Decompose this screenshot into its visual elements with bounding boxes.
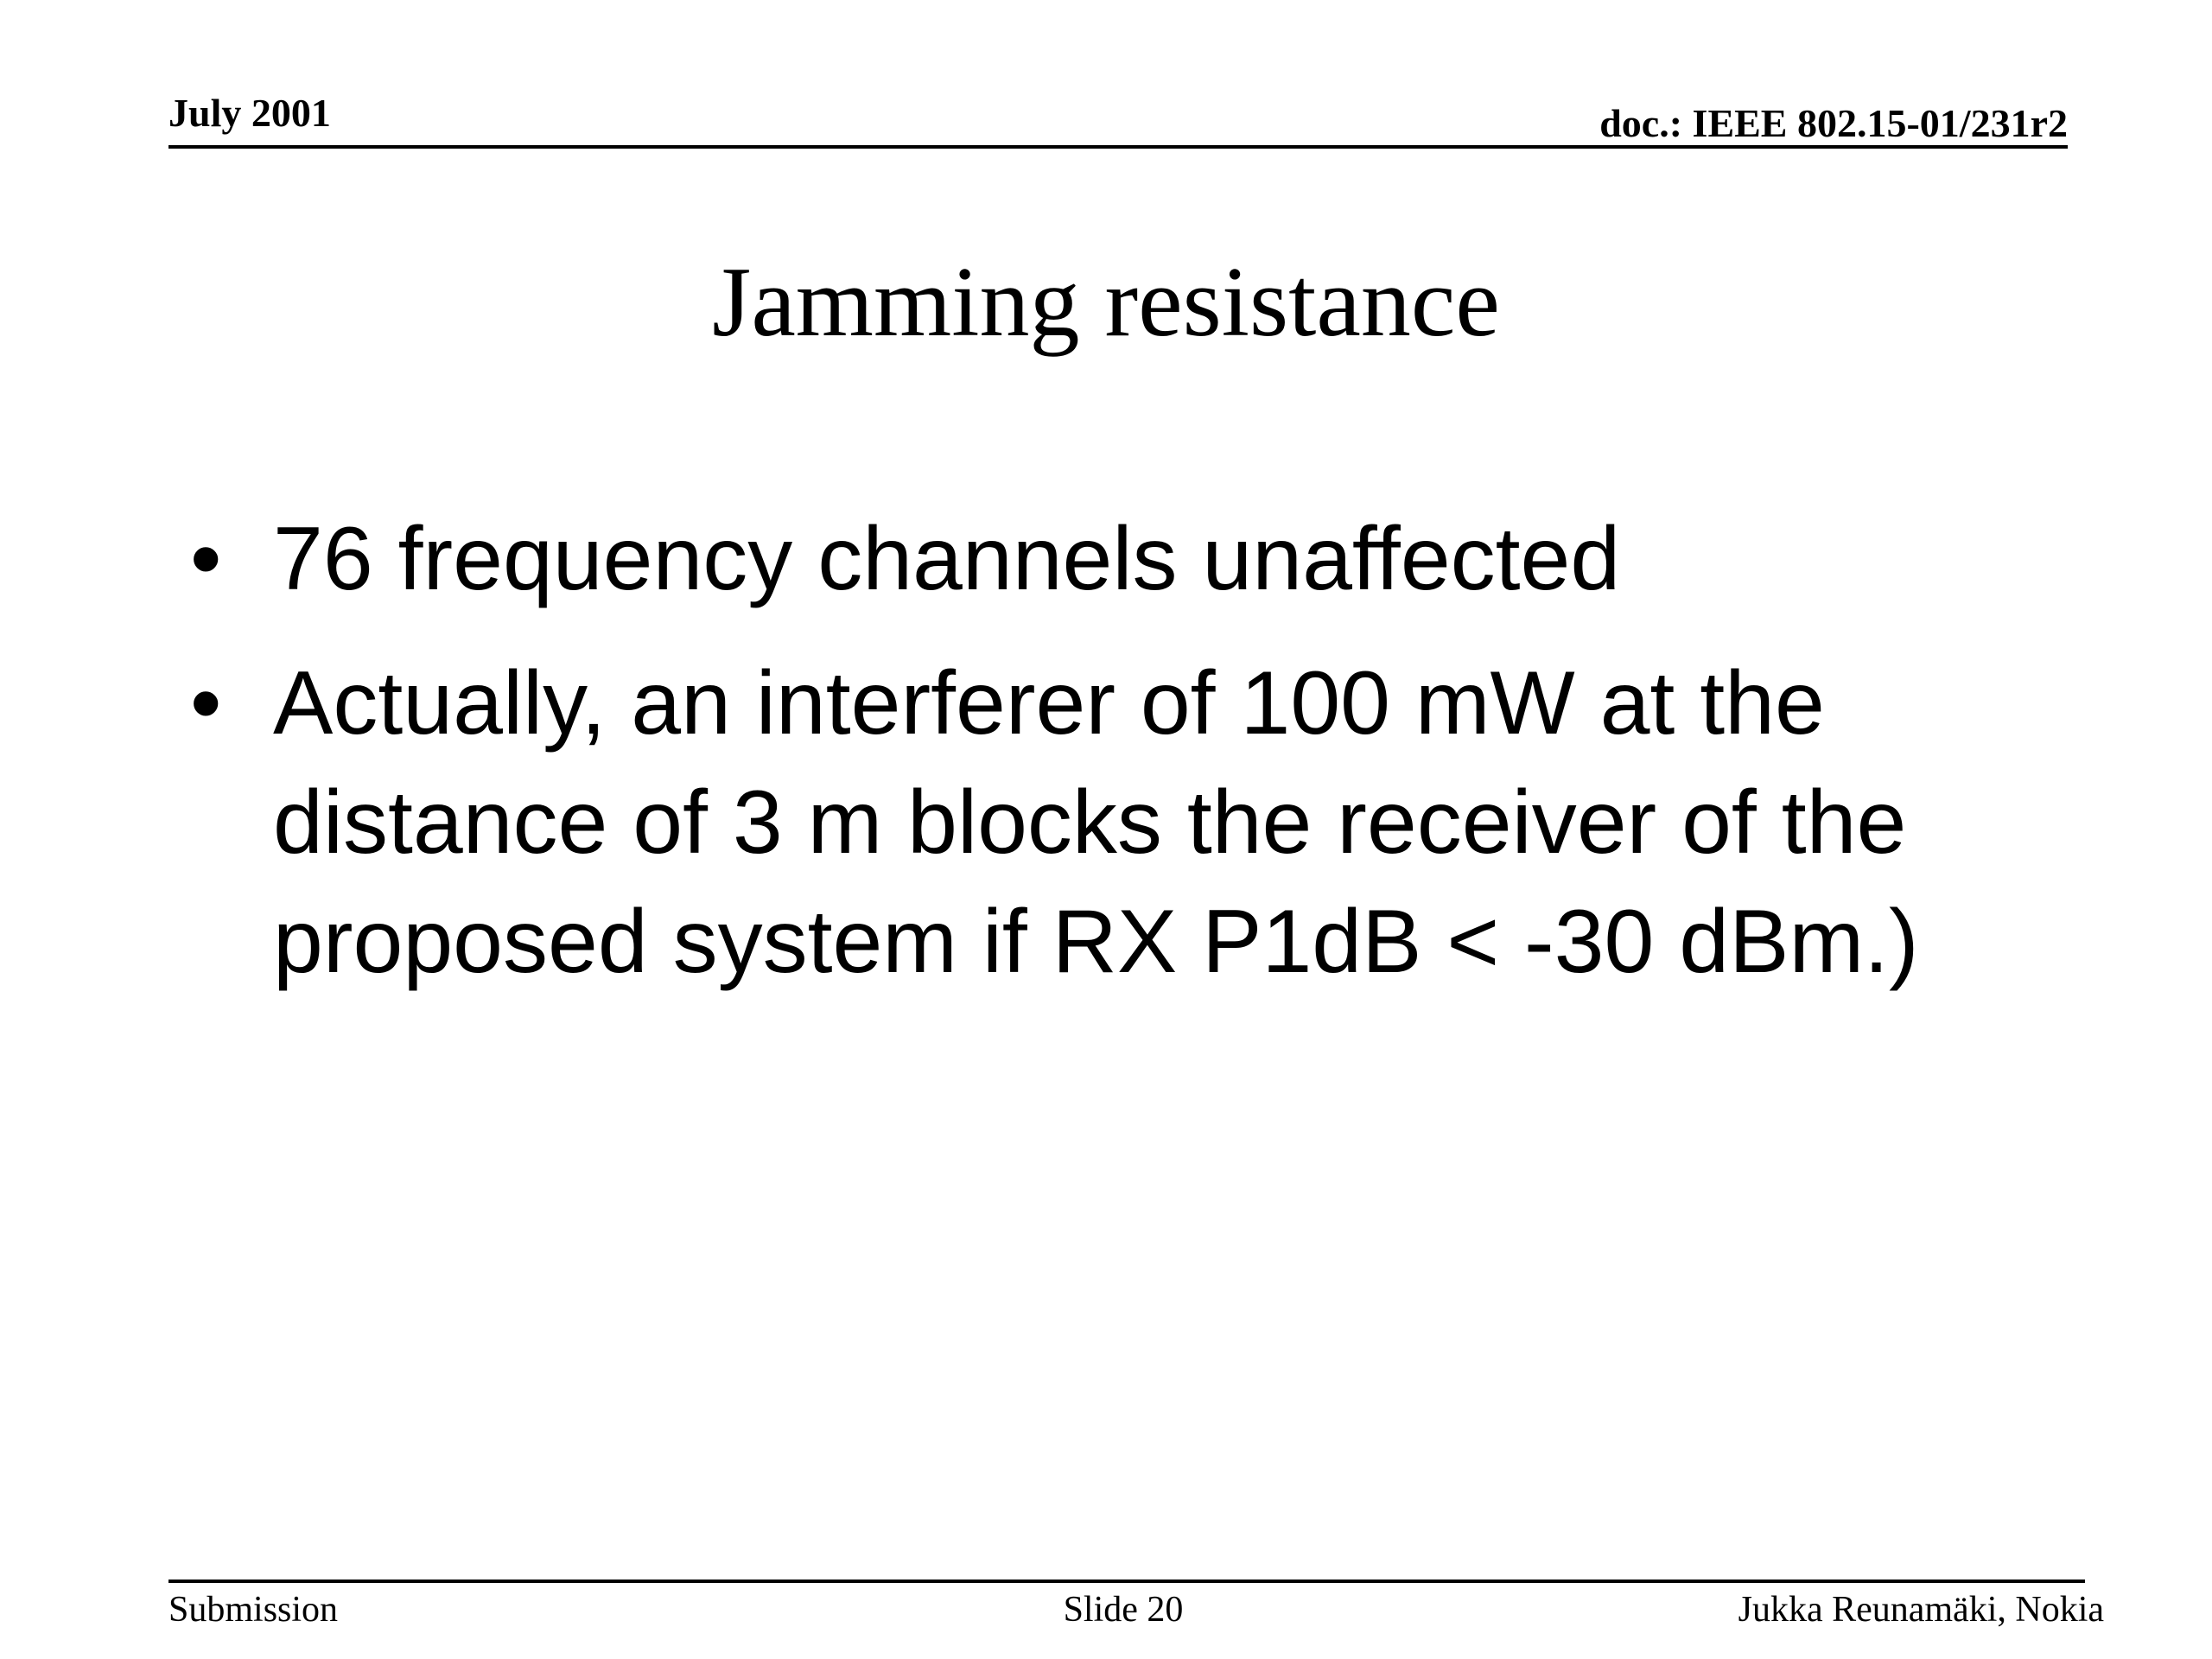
bullet-dot: • bbox=[190, 653, 222, 753]
bullet-text: 76 frequency channels unaffected bbox=[273, 509, 1621, 609]
footer-submission: Submission bbox=[168, 1590, 339, 1630]
slide-title: Jamming resistance bbox=[712, 247, 1500, 358]
header-date: July 2001 bbox=[168, 91, 331, 135]
footer-author: Jukka Reunamäki, Nokia bbox=[1738, 1590, 2104, 1630]
bullet-item: • 76 frequency channels unaffected bbox=[190, 499, 2044, 619]
bullet-item: • Actually, an interferer of 100 mW at t… bbox=[190, 644, 2044, 1001]
bullet-text: Actually, an interferer of 100 mW at the… bbox=[273, 653, 1919, 992]
footer-divider bbox=[168, 1580, 2085, 1583]
footer-slide-number: Slide 20 bbox=[1063, 1590, 1184, 1630]
header-doc-id: doc.: IEEE 802.15-01/231r2 bbox=[1599, 101, 2068, 145]
bullet-dot: • bbox=[190, 509, 222, 609]
header-divider bbox=[168, 145, 2068, 149]
